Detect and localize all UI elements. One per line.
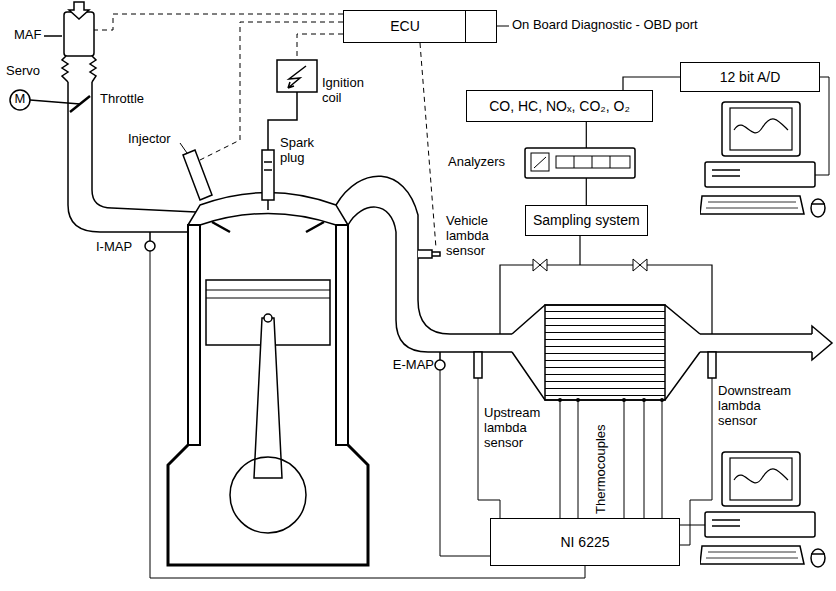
instrument-box: CO, HC, NOₓ, CO₂, O₂ (466, 90, 653, 122)
leader-line (44, 35, 62, 37)
imap-stem (149, 232, 151, 241)
exhaust-pipe (700, 334, 812, 352)
air-inlet-arrow (69, 2, 89, 19)
catalyst-housing (512, 305, 700, 400)
emap-label: E-MAP (384, 358, 434, 373)
spark-plug-label: Spark plug (280, 136, 320, 166)
exhaust-pipe (336, 176, 512, 352)
lambda-sensor-label: Vehicle lambda sensor (446, 214, 508, 259)
piston-pin (264, 314, 272, 322)
instrument-box: ECU (343, 10, 497, 43)
box-label: ECU (390, 18, 420, 34)
exhaust-outlet-arrow (812, 326, 832, 360)
spark-plug-detail (264, 162, 272, 210)
thermocouples-label: Thermocouples (594, 424, 609, 514)
motor-symbol-label: M (10, 92, 30, 107)
imap-label: I-MAP (96, 240, 142, 255)
ecu-link (420, 43, 436, 248)
throttle-label: Throttle (100, 92, 160, 107)
emap-wire (440, 370, 490, 556)
injector-label: Injector (128, 132, 180, 147)
cylinder-wall (188, 225, 200, 445)
signal-line (623, 77, 680, 90)
crankshaft (230, 457, 306, 533)
servo-linkage (30, 100, 80, 104)
piston-rings (206, 290, 330, 298)
catalyst-monolith (545, 305, 665, 400)
sampling-line (500, 265, 712, 334)
analyzer-rack (525, 148, 635, 178)
panel-divider (465, 11, 466, 42)
valves (212, 222, 324, 232)
throttle-plate (70, 96, 90, 112)
intake-pipe (68, 82, 196, 232)
data-cable (680, 525, 705, 526)
box-label: CO, HC, NOₓ, CO₂, O₂ (489, 98, 630, 114)
sampling-line (579, 236, 580, 265)
injector (183, 150, 212, 200)
dial-needle (534, 157, 546, 168)
instrument-box: NI 6225 (490, 518, 680, 566)
ignition-coil-box (277, 60, 317, 92)
ecu-link (200, 22, 343, 160)
lightning-symbol (288, 66, 306, 88)
obd-label: On Board Diagnostic - OBD port (512, 18, 752, 33)
downstream-lambda-sensor (708, 352, 716, 378)
emap-stem (439, 352, 441, 360)
box-label: NI 6225 (560, 534, 609, 550)
ecu-link (297, 34, 343, 60)
valve-symbol (533, 259, 647, 271)
analyzer-dial (531, 153, 549, 171)
servo-motor (10, 90, 30, 110)
crankcase (168, 445, 368, 565)
imap-sensor (145, 241, 155, 251)
servo-label: Servo (6, 64, 56, 79)
vehicle-lambda-sensor (418, 250, 440, 258)
spark-plug (262, 150, 274, 200)
analyzer-display (556, 156, 630, 168)
thermocouple-tip (558, 398, 664, 402)
box-label: Sampling system (533, 212, 640, 228)
connecting-rod (254, 318, 282, 478)
leader-line (180, 143, 187, 153)
lambda-sensor-label: Upstream lambda sensor (484, 406, 548, 451)
box-label: 12 bit A/D (720, 69, 781, 85)
emap-sensor (435, 360, 445, 370)
lambda-sensor-label: Downstream lambda sensor (718, 384, 792, 429)
analyzers-label: Analyzers (448, 155, 520, 170)
obd-line (497, 26, 509, 27)
bellows (62, 56, 96, 82)
instrument-box: Sampling system (525, 205, 648, 236)
upstream-lambda-sensor (474, 352, 482, 378)
display-segments (574, 156, 610, 168)
thermocouple-wire (560, 400, 662, 518)
ignition-coil-label: Ignition coil (322, 76, 378, 106)
instrument-box: 12 bit A/D (680, 62, 820, 92)
computer (700, 102, 825, 217)
maf-label: MAF (14, 28, 54, 43)
computer (700, 452, 825, 567)
cylinder-wall (336, 225, 348, 445)
